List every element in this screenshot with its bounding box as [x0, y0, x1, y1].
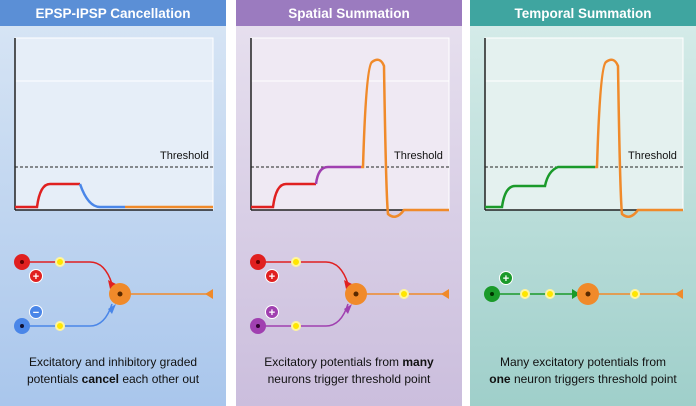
- synapse-spark: [399, 289, 409, 299]
- synapse-spark: [291, 257, 301, 267]
- panel-spatial: Spatial Summation + +: [236, 0, 462, 406]
- caption-text: Excitatory potentials from: [264, 355, 403, 369]
- plus-sign-bg: [265, 269, 279, 283]
- caption: Many excitatory potentials from one neur…: [470, 354, 696, 388]
- threshold-label: Threshold: [628, 150, 677, 162]
- excitatory-axon: [22, 261, 113, 285]
- nucleus: [353, 291, 359, 297]
- caption-text: neuron triggers threshold point: [510, 372, 677, 386]
- nucleus: [585, 291, 591, 297]
- minus-sign-bg: [29, 305, 43, 319]
- threshold-label: Threshold: [160, 150, 209, 162]
- synapse-spark: [545, 289, 555, 299]
- excitatory-terminal: [108, 280, 116, 289]
- panel-title: Spatial Summation: [236, 0, 462, 26]
- caption-line-2: potentials cancel each other out: [0, 371, 226, 388]
- excitatory-terminal: [344, 280, 352, 289]
- caption-bold: one: [489, 372, 511, 386]
- graph-area: [484, 37, 684, 211]
- graph-area: [250, 37, 450, 211]
- nucleus: [117, 291, 123, 297]
- panel-diagram: +: [484, 37, 684, 305]
- caption-text: potentials: [26, 372, 82, 386]
- graph-area: [14, 37, 214, 211]
- synapse-spark: [520, 289, 530, 299]
- nucleus: [256, 324, 260, 328]
- caption: Excitatory and inhibitory graded potenti…: [0, 354, 226, 388]
- post-terminal: [675, 289, 683, 299]
- synapse-spark: [630, 289, 640, 299]
- panel-epsp-ipsp: EPSP-IPSP Cancellation + −: [0, 0, 226, 406]
- temporal-epsp-trace: [485, 165, 595, 209]
- caption-bold: many: [402, 355, 434, 369]
- panel-title: EPSP-IPSP Cancellation: [0, 0, 226, 26]
- action-potential-trace: [595, 58, 683, 218]
- synapse-spark: [55, 321, 65, 331]
- panel-body: + Threshold Many excitatory potentials f…: [470, 26, 696, 406]
- caption-line-1: Many excitatory potentials from: [499, 355, 667, 369]
- nucleus: [20, 260, 24, 264]
- synapse-spark: [55, 257, 65, 267]
- minus-sign: −: [33, 307, 39, 319]
- caption-bold: cancel: [81, 372, 119, 386]
- caption-line-1: Excitatory and inhibitory graded: [28, 355, 198, 369]
- ipsp-trace: [78, 183, 125, 209]
- nucleus: [20, 324, 24, 328]
- post-terminal: [205, 289, 213, 299]
- plus-sign: +: [503, 273, 509, 285]
- plus-sign: +: [269, 307, 275, 319]
- caption-line-1: Excitatory potentials from many: [236, 354, 462, 371]
- panel-diagram: + +: [250, 37, 450, 334]
- second-terminal: [344, 304, 352, 314]
- excitatory-terminal: [572, 289, 580, 299]
- post-terminal: [441, 289, 449, 299]
- panel-body: + − Threshold Excitatory and inhibitory …: [0, 26, 226, 406]
- plus-sign-bg: [265, 305, 279, 319]
- panel-temporal: Temporal Summation + Threshold: [470, 0, 696, 406]
- excitatory-axon: [258, 261, 349, 285]
- panel-body: + + Threshold Excitatory potentials from…: [236, 26, 462, 406]
- caption-line-2: one neuron triggers threshold point: [470, 371, 696, 388]
- epsp-trace: [251, 182, 316, 209]
- nucleus: [256, 260, 260, 264]
- second-epsp-trace: [314, 165, 361, 185]
- panel-diagram: + −: [14, 37, 214, 334]
- threshold-label: Threshold: [394, 150, 443, 162]
- epsp-trace: [15, 182, 80, 209]
- plus-sign-bg: [499, 271, 513, 285]
- panel-title: Temporal Summation: [470, 0, 696, 26]
- caption: Excitatory potentials from many neurons …: [236, 354, 462, 388]
- action-potential-trace: [361, 58, 449, 218]
- plus-sign-bg: [29, 269, 43, 283]
- plus-sign: +: [33, 271, 39, 283]
- caption-line-2: neurons trigger threshold point: [267, 372, 431, 386]
- synapse-spark: [291, 321, 301, 331]
- nucleus: [490, 292, 494, 296]
- inhibitory-terminal: [108, 304, 116, 314]
- caption-text: each other out: [119, 372, 200, 386]
- plus-sign: +: [269, 271, 275, 283]
